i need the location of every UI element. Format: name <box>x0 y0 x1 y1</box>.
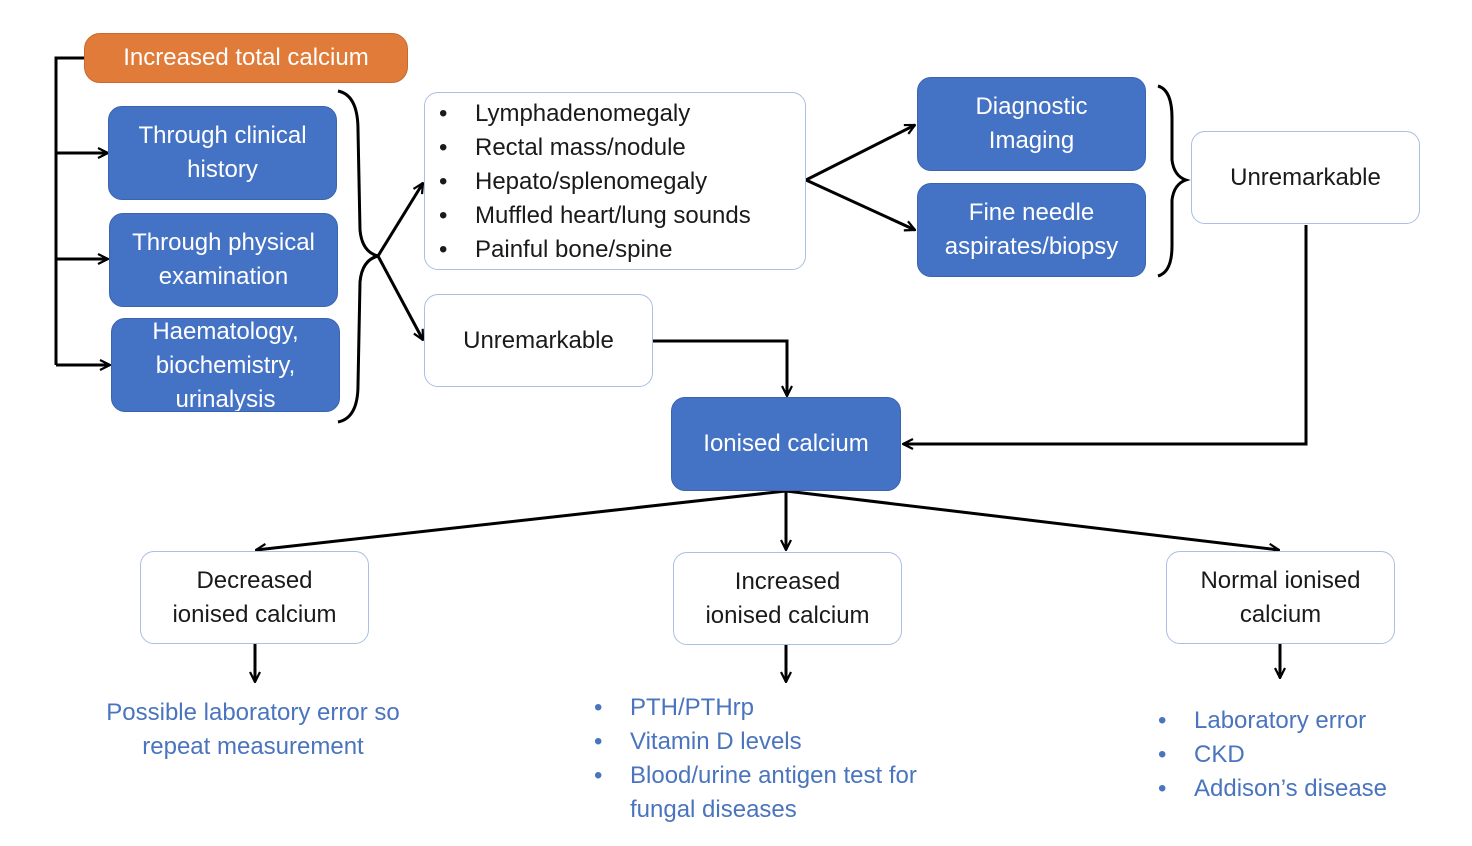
bullet-dot: • <box>439 202 448 229</box>
increased-outcome-list: • PTH/PTHrp • Vitamin D levels • Blood/urin… <box>594 691 917 827</box>
increased-outcome-text: fungal diseases <box>630 796 797 823</box>
normal-ionised-node: Normal ionised calcium <box>1166 551 1395 644</box>
increased-total-calcium-label: Increased total calcium <box>123 44 369 71</box>
finding-item: • Hepato/splenomegaly <box>439 165 751 199</box>
bullet-dot: • <box>594 694 603 721</box>
increased-outcome-text: PTH/PTHrp <box>630 694 755 721</box>
bullet-dot: • <box>439 100 448 127</box>
bullet-dot: • <box>594 762 603 789</box>
unremarkable-exam-label: Unremarkable <box>463 326 614 354</box>
normal-outcome-item: • Addison’s disease <box>1158 772 1387 806</box>
clinical-findings-node: • Lymphadenomegaly • Rectal mass/nodule • H… <box>424 92 806 270</box>
methods-brace <box>337 89 379 424</box>
bullet-dot: • <box>1158 775 1167 802</box>
arrow-to-fine-needle <box>805 178 915 230</box>
bullet-dot: • <box>594 728 603 755</box>
fine-needle-line-2: aspirates/biopsy <box>944 233 1119 260</box>
finding-text: Lymphadenomegaly <box>475 100 691 127</box>
arrow-to-normal <box>785 489 1279 550</box>
increased-outcome-item: • PTH/PTHrp <box>594 691 917 725</box>
arrow-to-decreased <box>256 489 787 550</box>
decreased-outcome-line-1: Possible laboratory error so <box>106 699 400 726</box>
unremarkable-workup-node: Unremarkable <box>1191 131 1420 224</box>
increased-outcome-text: Blood/urine antigen test for <box>630 762 917 789</box>
arrow-to-unremarkable-exam <box>376 255 425 340</box>
finding-text: Rectal mass/nodule <box>475 134 686 161</box>
normal-outcome-item: • Laboratory error <box>1158 704 1387 738</box>
increased-total-calcium-node: Increased total calcium <box>84 33 408 83</box>
finding-text: Muffled heart/lung sounds <box>475 202 751 229</box>
ionised-calcium-label: Ionised calcium <box>703 430 869 457</box>
diagnostic-imaging-node: Diagnostic Imaging <box>917 77 1146 171</box>
finding-item: • Muffled heart/lung sounds <box>439 199 751 233</box>
physical-exam-node: Through physical examination <box>109 213 338 307</box>
fine-needle-node: Fine needle aspirates/biopsy <box>917 183 1146 277</box>
increased-ionised-line-1: Increased <box>734 567 841 595</box>
finding-item: • Rectal mass/nodule <box>439 131 751 165</box>
normal-outcome-text: CKD <box>1194 741 1245 768</box>
arrow-to-diagnostic-imaging <box>805 123 915 182</box>
increased-outcome-continuation: fungal diseases <box>594 793 917 827</box>
normal-outcome-list: • Laboratory error • CKD • Addison’s diseas… <box>1158 704 1387 806</box>
decreased-outcome-text: Possible laboratory error so repeat meas… <box>80 696 426 764</box>
increased-outcome-item: • Blood/urine antigen test for <box>594 759 917 793</box>
workup-brace <box>1157 84 1191 278</box>
decreased-ionised-line-2: ionised calcium <box>172 600 337 628</box>
increased-ionised-node: Increased ionised calcium <box>673 552 902 645</box>
normal-ionised-line-1: Normal ionised <box>1200 566 1361 594</box>
unremarkable-workup-label: Unremarkable <box>1230 163 1381 191</box>
increased-ionised-line-2: ionised calcium <box>705 601 870 629</box>
ionised-calcium-node: Ionised calcium <box>671 397 901 491</box>
lab-tests-line-1: Haematology, <box>152 318 299 345</box>
arrow-to-findings <box>376 183 423 257</box>
finding-text: Hepato/splenomegaly <box>475 168 708 195</box>
normal-outcome-text: Addison’s disease <box>1194 775 1388 802</box>
unremarkable-exam-node: Unremarkable <box>424 294 653 387</box>
decreased-outcome-line-2: repeat measurement <box>142 733 364 760</box>
normal-outcome-item: • CKD <box>1158 738 1387 772</box>
clinical-findings-list: • Lymphadenomegaly • Rectal mass/nodule • H… <box>439 97 751 267</box>
finding-item: • Painful bone/spine <box>439 233 751 267</box>
increased-outcome-item: • Vitamin D levels <box>594 725 917 759</box>
increased-outcome-text: Vitamin D levels <box>630 728 802 755</box>
arrow-unremarkable-to-ionised <box>653 339 787 396</box>
physical-exam-line-2: examination <box>158 263 289 290</box>
bullet-dot: • <box>439 168 448 195</box>
lab-tests-node: Haematology, biochemistry, urinalysis <box>111 318 340 412</box>
normal-ionised-line-2: calcium <box>1239 600 1322 628</box>
normal-outcome-text: Laboratory error <box>1194 707 1367 734</box>
clinical-history-node: Through clinical history <box>108 106 337 200</box>
diagnostic-imaging-line-2: Imaging <box>988 127 1075 154</box>
finding-item: • Lymphadenomegaly <box>439 97 751 131</box>
clinical-history-line-1: Through clinical <box>138 122 307 149</box>
bullet-dot: • <box>1158 741 1167 768</box>
physical-exam-line-1: Through physical <box>132 229 315 256</box>
lab-tests-line-3: urinalysis <box>175 386 276 412</box>
diagnostic-imaging-line-1: Diagnostic <box>975 93 1088 120</box>
clinical-history-line-2: history <box>187 156 258 183</box>
start-branch-line <box>54 56 84 365</box>
bullet-dot: • <box>1158 707 1167 734</box>
bullet-dot: • <box>439 134 448 161</box>
fine-needle-line-1: Fine needle <box>968 199 1095 226</box>
finding-text: Painful bone/spine <box>475 236 673 263</box>
decreased-ionised-line-1: Decreased <box>196 566 313 594</box>
lab-tests-line-2: biochemistry, <box>155 352 296 379</box>
bullet-dot: • <box>439 236 448 263</box>
decreased-ionised-node: Decreased ionised calcium <box>140 551 369 644</box>
arrow-workup-to-ionised <box>903 225 1308 444</box>
